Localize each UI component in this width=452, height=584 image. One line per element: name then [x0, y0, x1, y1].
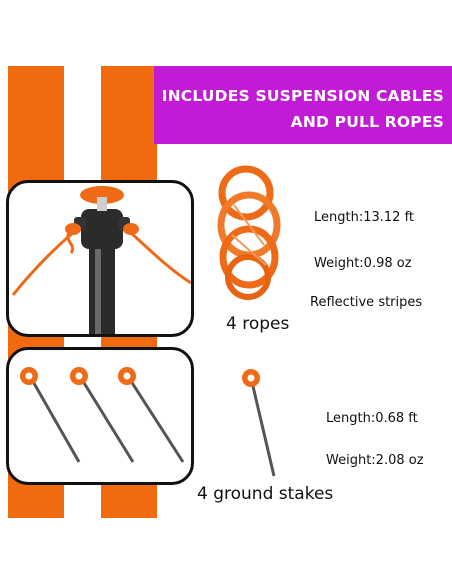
- header-banner: INCLUDES SUSPENSION CABLES AND PULL ROPE…: [154, 66, 452, 144]
- stakes-photo-panel: [6, 347, 194, 485]
- stake-length: Length:0.68 ft: [326, 411, 418, 426]
- ropes-caption: 4 ropes: [226, 314, 290, 334]
- rope-feature: Reflective stripes: [310, 295, 423, 310]
- pole-with-ropes-illustration: [11, 186, 191, 334]
- stake-weight: Weight:2.08 oz: [326, 453, 424, 468]
- rope-weight: Weight:0.98 oz: [314, 256, 412, 271]
- banner-line-1: INCLUDES SUSPENSION CABLES: [161, 87, 444, 105]
- pole-rope-photo-panel: [6, 180, 194, 337]
- rope-coil-image: [217, 165, 281, 300]
- banner-line-2: AND PULL ROPES: [290, 113, 444, 131]
- stakes-caption: 4 ground stakes: [197, 484, 334, 504]
- three-stakes-illustration: [20, 367, 185, 463]
- single-stake-image: [242, 369, 276, 477]
- rope-length: Length:13.12 ft: [314, 210, 415, 225]
